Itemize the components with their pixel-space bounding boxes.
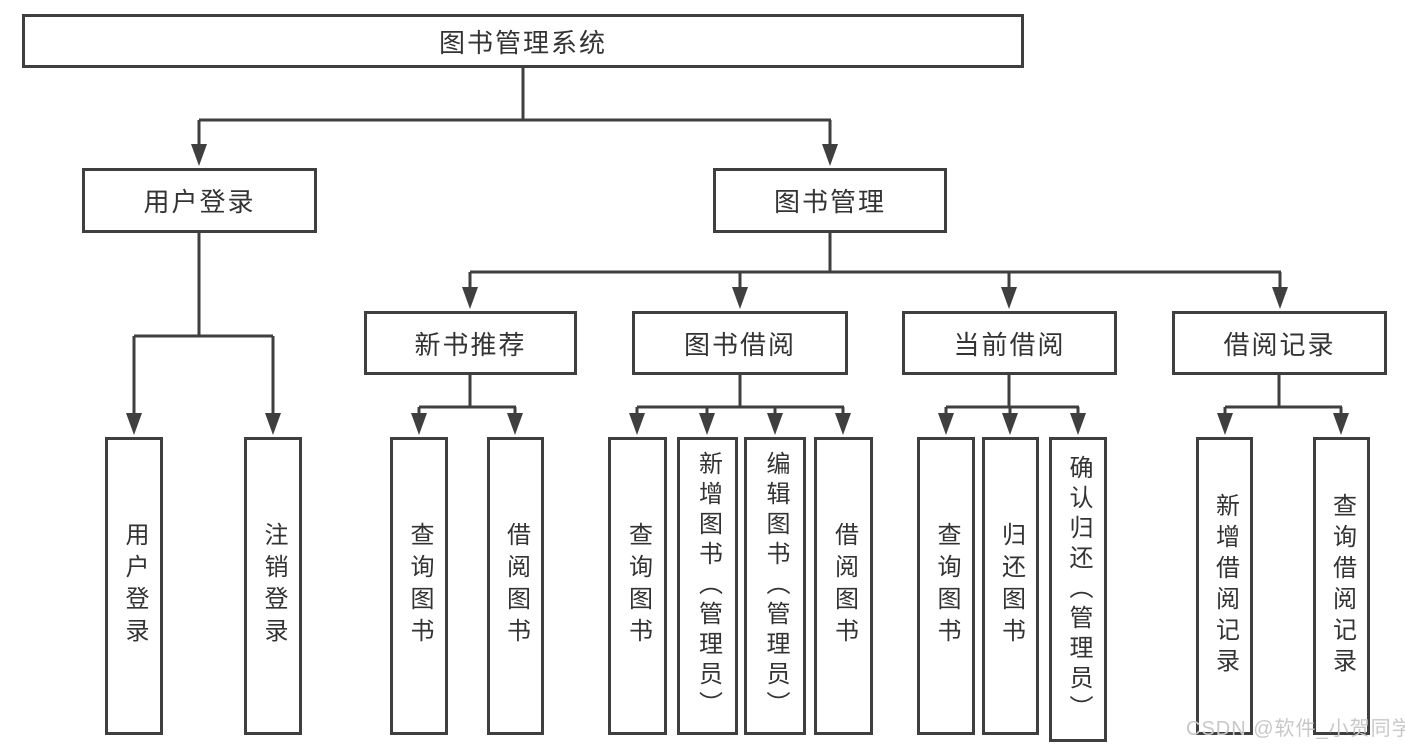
node-book-management-system: 图书管理系统: [22, 14, 1024, 68]
node-query-books-current: 查询图书: [917, 437, 975, 735]
node-return-books: 归还图书: [982, 437, 1039, 735]
node-borrow-books-recommend: 借阅图书: [487, 437, 544, 735]
node-query-borrow-record: 查询借阅记录: [1313, 437, 1370, 735]
watermark-text: CSDN @软件_小贺同学: [1186, 718, 1405, 740]
node-add-books-admin: 新增图书（管理员）: [677, 437, 738, 735]
node-borrow-records: 借阅记录: [1172, 311, 1387, 375]
node-add-borrow-record: 新增借阅记录: [1196, 437, 1253, 735]
node-current-borrow: 当前借阅: [902, 311, 1117, 375]
node-logout-action: 注销登录: [244, 437, 302, 735]
node-edit-books-admin: 编辑图书（管理员）: [744, 437, 806, 735]
node-query-books-recommend: 查询图书: [390, 437, 448, 735]
node-book-borrow: 图书借阅: [632, 311, 848, 375]
node-book-management: 图书管理: [713, 168, 947, 233]
node-confirm-return-admin: 确认归还（管理员）: [1049, 437, 1107, 742]
node-borrow-books-borrow: 借阅图书: [814, 437, 873, 735]
node-new-book-recommend: 新书推荐: [364, 311, 577, 375]
node-user-login: 用户登录: [82, 168, 317, 233]
node-user-login-action: 用户登录: [105, 437, 163, 735]
node-query-books-borrow: 查询图书: [608, 437, 667, 735]
